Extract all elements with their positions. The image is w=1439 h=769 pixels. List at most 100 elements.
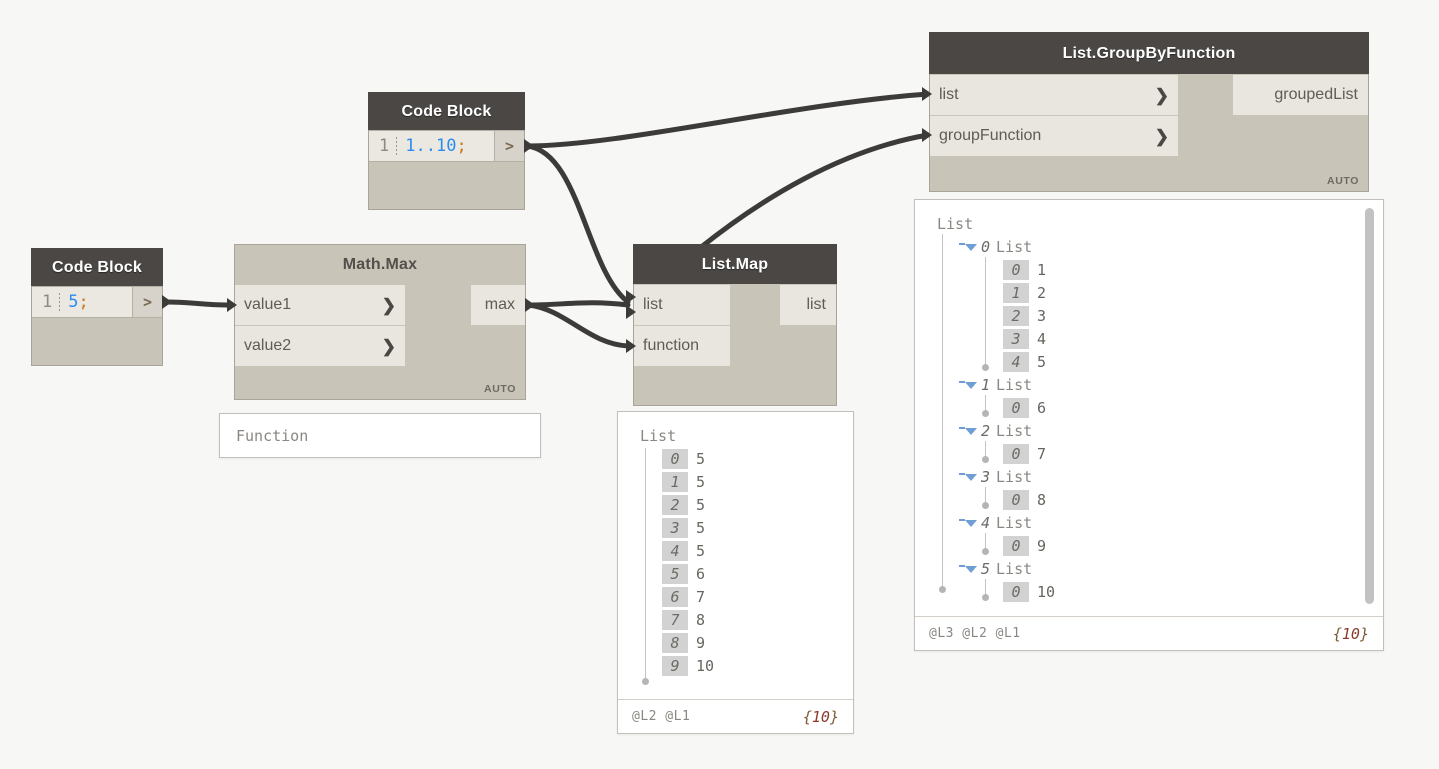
node-title: Math.Max — [234, 244, 526, 284]
list-item: 0 1 — [1003, 258, 1383, 281]
input-port-value1[interactable]: value1 ❯ — [235, 285, 405, 325]
group-label: List — [996, 375, 1033, 394]
group-index: 0 — [981, 237, 991, 256]
list-item: 0 6 — [1003, 396, 1383, 419]
port-label: value1 — [244, 296, 292, 313]
item-index: 6 — [662, 586, 688, 607]
port-label: list — [939, 86, 959, 103]
list-item: 5 6 — [662, 562, 853, 585]
input-connector-arrow — [626, 339, 636, 353]
item-value: 10 — [1037, 582, 1056, 601]
list-item: 9 10 — [662, 654, 853, 677]
input-port-list[interactable]: list — [634, 285, 730, 325]
input-connector-arrow — [626, 305, 636, 319]
item-value: 5 — [696, 541, 706, 560]
preview-scroll-area[interactable]: List 0 5 1 5 2 — [618, 412, 853, 700]
preview-math-max-function: Function — [219, 413, 541, 458]
tree-group: 2 List 0 7 — [959, 419, 1383, 465]
list-item: 0 7 — [1003, 442, 1383, 465]
input-connector-arrow — [626, 290, 636, 304]
port-label: groupFunction — [939, 127, 1042, 144]
code-block-editor-row[interactable]: 1 1..10; > — [369, 130, 524, 162]
disclosure-triangle-icon[interactable] — [959, 564, 979, 573]
output-port-groupedlist[interactable]: groupedList — [1233, 75, 1368, 115]
node-code-block-range[interactable]: Code Block 1 1..10; > — [368, 92, 534, 210]
code-gutter-divider — [396, 137, 398, 155]
node-code-block-five[interactable]: Code Block 1 5; > — [31, 248, 172, 366]
list-item: 0 9 — [1003, 534, 1383, 557]
node-list-group-by-function[interactable]: List.GroupByFunction AUTO list ❯ groupFu… — [922, 32, 1369, 192]
tree-group-header[interactable]: 1 List — [959, 373, 1383, 396]
code-text[interactable]: 5; — [60, 292, 97, 312]
tree-vline — [645, 448, 646, 681]
item-index: 8 — [662, 632, 688, 653]
input-connector-arrow — [922, 128, 932, 142]
tree-root-label: List — [937, 214, 974, 233]
preview-scroll-area[interactable]: List 0 List — [915, 200, 1383, 617]
preview-footer: @L3 @L2 @L1 {10} — [915, 616, 1383, 650]
disclosure-triangle-icon[interactable] — [959, 242, 979, 251]
item-index: 3 — [662, 517, 688, 538]
code-block-output-port[interactable]: > — [494, 131, 524, 161]
list-item: 0 5 — [662, 447, 853, 470]
preview-function-text: Function — [236, 426, 309, 445]
port-label: list — [806, 296, 826, 313]
code-line-number: 1 — [42, 292, 53, 312]
preview-scrollbar[interactable] — [1365, 208, 1374, 604]
input-port-list[interactable]: list ❯ — [930, 75, 1178, 115]
port-label: max — [484, 296, 515, 313]
preview-tree: List 0 5 1 5 2 — [640, 424, 853, 685]
input-port-function[interactable]: function — [634, 326, 730, 366]
code-token-punct: ; — [456, 136, 467, 156]
item-index: 2 — [1003, 305, 1029, 326]
tree-vline — [942, 234, 943, 589]
group-index: 4 — [981, 513, 991, 532]
chevron-right-icon[interactable]: ❯ — [381, 295, 396, 315]
item-index: 0 — [662, 448, 688, 469]
chevron-right-icon[interactable]: ❯ — [1154, 126, 1169, 146]
item-index: 7 — [662, 609, 688, 630]
preview-levels[interactable]: @L3 @L2 @L1 — [929, 626, 1021, 641]
node-math-max[interactable]: Math.Max AUTO value1 ❯ value2 ❯ max — [227, 244, 535, 400]
node-list-map[interactable]: List.Map list function list — [626, 244, 837, 406]
code-text[interactable]: 1..10; — [397, 136, 474, 156]
code-block-editor-row[interactable]: 1 5; > — [32, 286, 162, 318]
output-connector-arrow — [524, 139, 534, 153]
item-value: 7 — [1037, 444, 1047, 463]
disclosure-triangle-icon[interactable] — [959, 518, 979, 527]
preview-tree: List 0 List — [937, 212, 1383, 603]
tree-group-header[interactable]: 4 List — [959, 511, 1383, 534]
code-block-output-port[interactable]: > — [132, 287, 162, 317]
tree-group-header[interactable]: 0 List — [959, 235, 1383, 258]
list-item: 2 3 — [1003, 304, 1383, 327]
item-value: 2 — [1037, 283, 1047, 302]
tree-group-header[interactable]: 5 List — [959, 557, 1383, 580]
tree-group-header[interactable]: 2 List — [959, 419, 1383, 442]
list-item: 7 8 — [662, 608, 853, 631]
preview-list-map[interactable]: List 0 5 1 5 2 — [617, 411, 854, 734]
item-value: 6 — [1037, 398, 1047, 417]
chevron-right-icon[interactable]: ❯ — [1154, 85, 1169, 105]
item-index: 4 — [662, 540, 688, 561]
node-title: Code Block — [368, 92, 525, 130]
disclosure-triangle-icon[interactable] — [959, 472, 979, 481]
item-index: 0 — [1003, 535, 1029, 556]
list-item: 1 5 — [662, 470, 853, 493]
disclosure-triangle-icon[interactable] — [959, 380, 979, 389]
disclosure-triangle-icon[interactable] — [959, 426, 979, 435]
list-item: 0 10 — [1003, 580, 1383, 603]
output-port-list[interactable]: list — [780, 285, 836, 325]
input-port-groupfunction[interactable]: groupFunction ❯ — [930, 116, 1178, 156]
input-port-value2[interactable]: value2 ❯ — [235, 326, 405, 366]
preview-levels[interactable]: @L2 @L1 — [632, 709, 691, 724]
item-index: 0 — [1003, 489, 1029, 510]
preview-footer: @L2 @L1 {10} — [618, 699, 853, 733]
chevron-right-icon[interactable]: ❯ — [381, 336, 396, 356]
tree-group-header[interactable]: 3 List — [959, 465, 1383, 488]
preview-group-by-function[interactable]: List 0 List — [914, 199, 1384, 651]
group-index: 5 — [981, 559, 991, 578]
input-connector-arrow — [922, 87, 932, 101]
code-gutter-divider — [59, 293, 61, 311]
output-port-max[interactable]: max — [471, 285, 525, 325]
